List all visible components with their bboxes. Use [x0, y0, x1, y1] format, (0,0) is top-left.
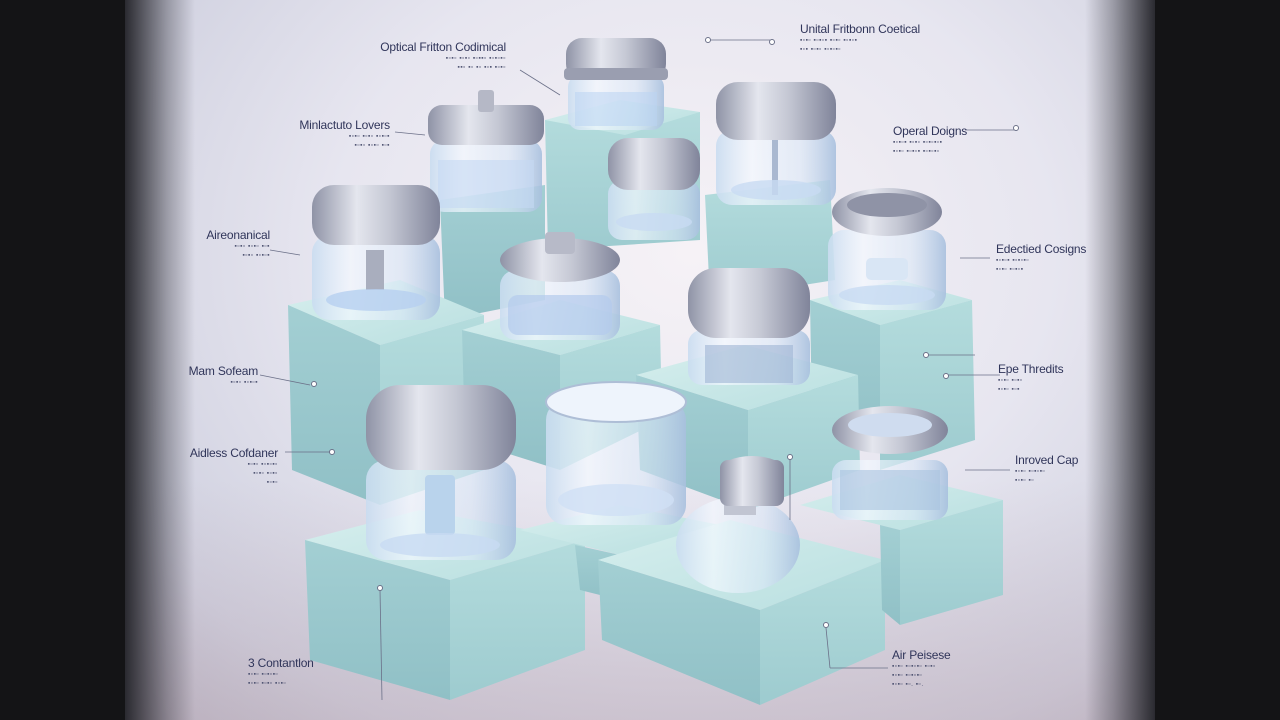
jar-back-left	[428, 90, 544, 212]
label-title: Unital Fritbonn Coetical	[800, 22, 920, 36]
label-miniature-lovers: Minlactuto Lovers ▪▫▪▫ ▪▫▪▫ ▪▫▪▫▪ ▪▫▪▫ ▪…	[270, 118, 390, 150]
label-title: Air Peisese	[892, 648, 951, 662]
jar-mid-right	[828, 188, 946, 310]
jar-center	[688, 268, 810, 385]
jar-top-center	[564, 38, 668, 130]
label-title: Edectied Cosigns	[996, 242, 1087, 256]
label-line: ▪▫▪▫ ▪▫▪▫▪ ▪▫▪▫ ▪▫▪▫▪	[800, 37, 858, 44]
label-line: ▪▫▪ ▪▫▪▫ ▪▫▪▫▪▫	[800, 46, 842, 53]
label-line: ▪▫▪▫ ▪▫▪▫▪▫	[892, 672, 923, 679]
label-line: ▪▫▪▫	[266, 479, 278, 486]
label-line: ▪▫▪▫ ▪▫▪▫▪▫ ▪▫▪▫	[892, 663, 936, 670]
label-line: ▪▫▪▫ ▪▫. ▪▫.	[892, 681, 924, 688]
label-improved-cap: Inroved Cap ▪▫▪▫ ▪▫▪▫▪▫ ▪▫▪▫ ▪▫	[1015, 453, 1115, 485]
label-line: ▪▫▪▫ ▪▫▪▫ ▪▫▪▫	[248, 680, 287, 687]
label-line: ▪▫▪▫ ▪▫▪▫▪ ▪▫▪▫▪▫	[893, 148, 940, 155]
vignette-left	[125, 0, 195, 720]
label-line: ▪▫▪▫ ▪▫▪▫	[253, 470, 278, 477]
label-line: ▪▫▪▫ ▪▫▪▫▪	[242, 252, 270, 259]
label-line: ▪▫▪▫ ▪▫▪	[998, 386, 1020, 393]
label-aireonanical: Aireonanical ▪▫▪▫ ▪▫▪▫ ▪▫▪ ▪▫▪▫ ▪▫▪▫▪	[170, 228, 270, 260]
label-line: ▪▫▪▫▪ ▪▫▪▫ ▪▫▪▫▪▫▪	[893, 139, 943, 146]
jar-front-left	[366, 385, 516, 560]
label-line: ▪▫▪▫ ▪▫▪▫ ▪▫▪▪▫ ▪▫▪▫▪▫	[445, 55, 506, 62]
label-airless-container: Aidless Cofdaner ▪▫▪▫ ▪▫▪▫▪▫ ▪▫▪▫ ▪▫▪▫ ▪…	[160, 446, 278, 487]
label-mam-sofeam: Mam Sofeam ▪▫▪▫ ▪▫▪▫▪	[160, 364, 259, 387]
label-title: Optical Fritton Codimical	[380, 40, 506, 54]
label-optical-friction: Optical Fritton Codimical ▪▫▪▫ ▪▫▪▫ ▪▫▪▪…	[330, 40, 506, 72]
label-line: ▪▫▪▫▪ ▪▫▪▫▪▫	[996, 257, 1030, 264]
label-title: Mam Sofeam	[188, 364, 259, 378]
label-operal-designs: Operal Doigns ▪▫▪▫▪ ▪▫▪▫ ▪▫▪▫▪▫▪ ▪▫▪▫ ▪▫…	[893, 124, 1033, 156]
jar-center-small	[608, 138, 700, 240]
label-line: ▪▪▫ ▪▫ ▪▫ ▪▫▪ ▪▫▪▫	[457, 64, 506, 71]
label-line: ▪▫▪▫ ▪▫▪▫ ▪▫▪	[354, 142, 390, 149]
jar-front-bottle	[676, 456, 800, 593]
label-title: 3 Contantlon	[248, 656, 314, 670]
label-line: ▪▫▪▫ ▪▫▪▫	[998, 377, 1023, 384]
jar-far-right	[832, 406, 948, 520]
label-title: Aidless Cofdaner	[189, 446, 278, 460]
label-edectied-cosigns: Edectied Cosigns ▪▫▪▫▪ ▪▫▪▫▪▫ ▪▫▪▫ ▪▫▪▫▪	[996, 242, 1106, 274]
label-line: ▪▫▪▫ ▪▫▪▫▪	[230, 379, 258, 386]
label-line: ▪▫▪▫ ▪▫▪▫▪	[996, 266, 1024, 273]
label-line: ▪▫▪▫ ▪▫▪▫▪▫	[1015, 468, 1046, 475]
label-line: ▪▫▪▫ ▪▫▪▫ ▪▫▪▫▪	[348, 133, 390, 140]
vignette-right	[1085, 0, 1155, 720]
label-title: Operal Doigns	[893, 124, 968, 138]
leader-lines	[259, 39, 1015, 701]
label-air-peisese: Air Peisese ▪▫▪▫ ▪▫▪▫▪▫ ▪▫▪▫ ▪▫▪▫ ▪▫▪▫▪▫…	[892, 648, 1022, 689]
label-containtion: 3 Contantlon ▪▫▪▫ ▪▫▪▫▪▫ ▪▫▪▫ ▪▫▪▫ ▪▫▪▫	[248, 656, 378, 688]
label-title: Aireonanical	[206, 228, 270, 242]
label-line: ▪▫▪▫ ▪▫▪▫▪▫	[248, 671, 279, 678]
label-line: ▪▫▪▫ ▪▫▪▫ ▪▫▪	[234, 243, 270, 250]
label-line: ▪▫▪▫ ▪▫▪▫▪▫	[247, 461, 278, 468]
jar-front-center-clear	[545, 381, 687, 525]
jar-back-right	[716, 82, 836, 205]
label-title: Inroved Cap	[1015, 453, 1079, 467]
label-line: ▪▫▪▫ ▪▫	[1015, 477, 1035, 484]
label-title: Epe Thredits	[998, 362, 1064, 376]
label-epe-thredits: Epe Thredits ▪▫▪▫ ▪▫▪▫ ▪▫▪▫ ▪▫▪	[998, 362, 1098, 394]
label-unital-friction: Unital Fritbonn Coetical ▪▫▪▫ ▪▫▪▫▪ ▪▫▪▫…	[800, 22, 950, 54]
jar-mid-left	[312, 185, 440, 320]
label-title: Minlactuto Lovers	[299, 118, 390, 132]
leader-dots	[311, 37, 1019, 628]
jar-mid-center	[500, 232, 620, 340]
